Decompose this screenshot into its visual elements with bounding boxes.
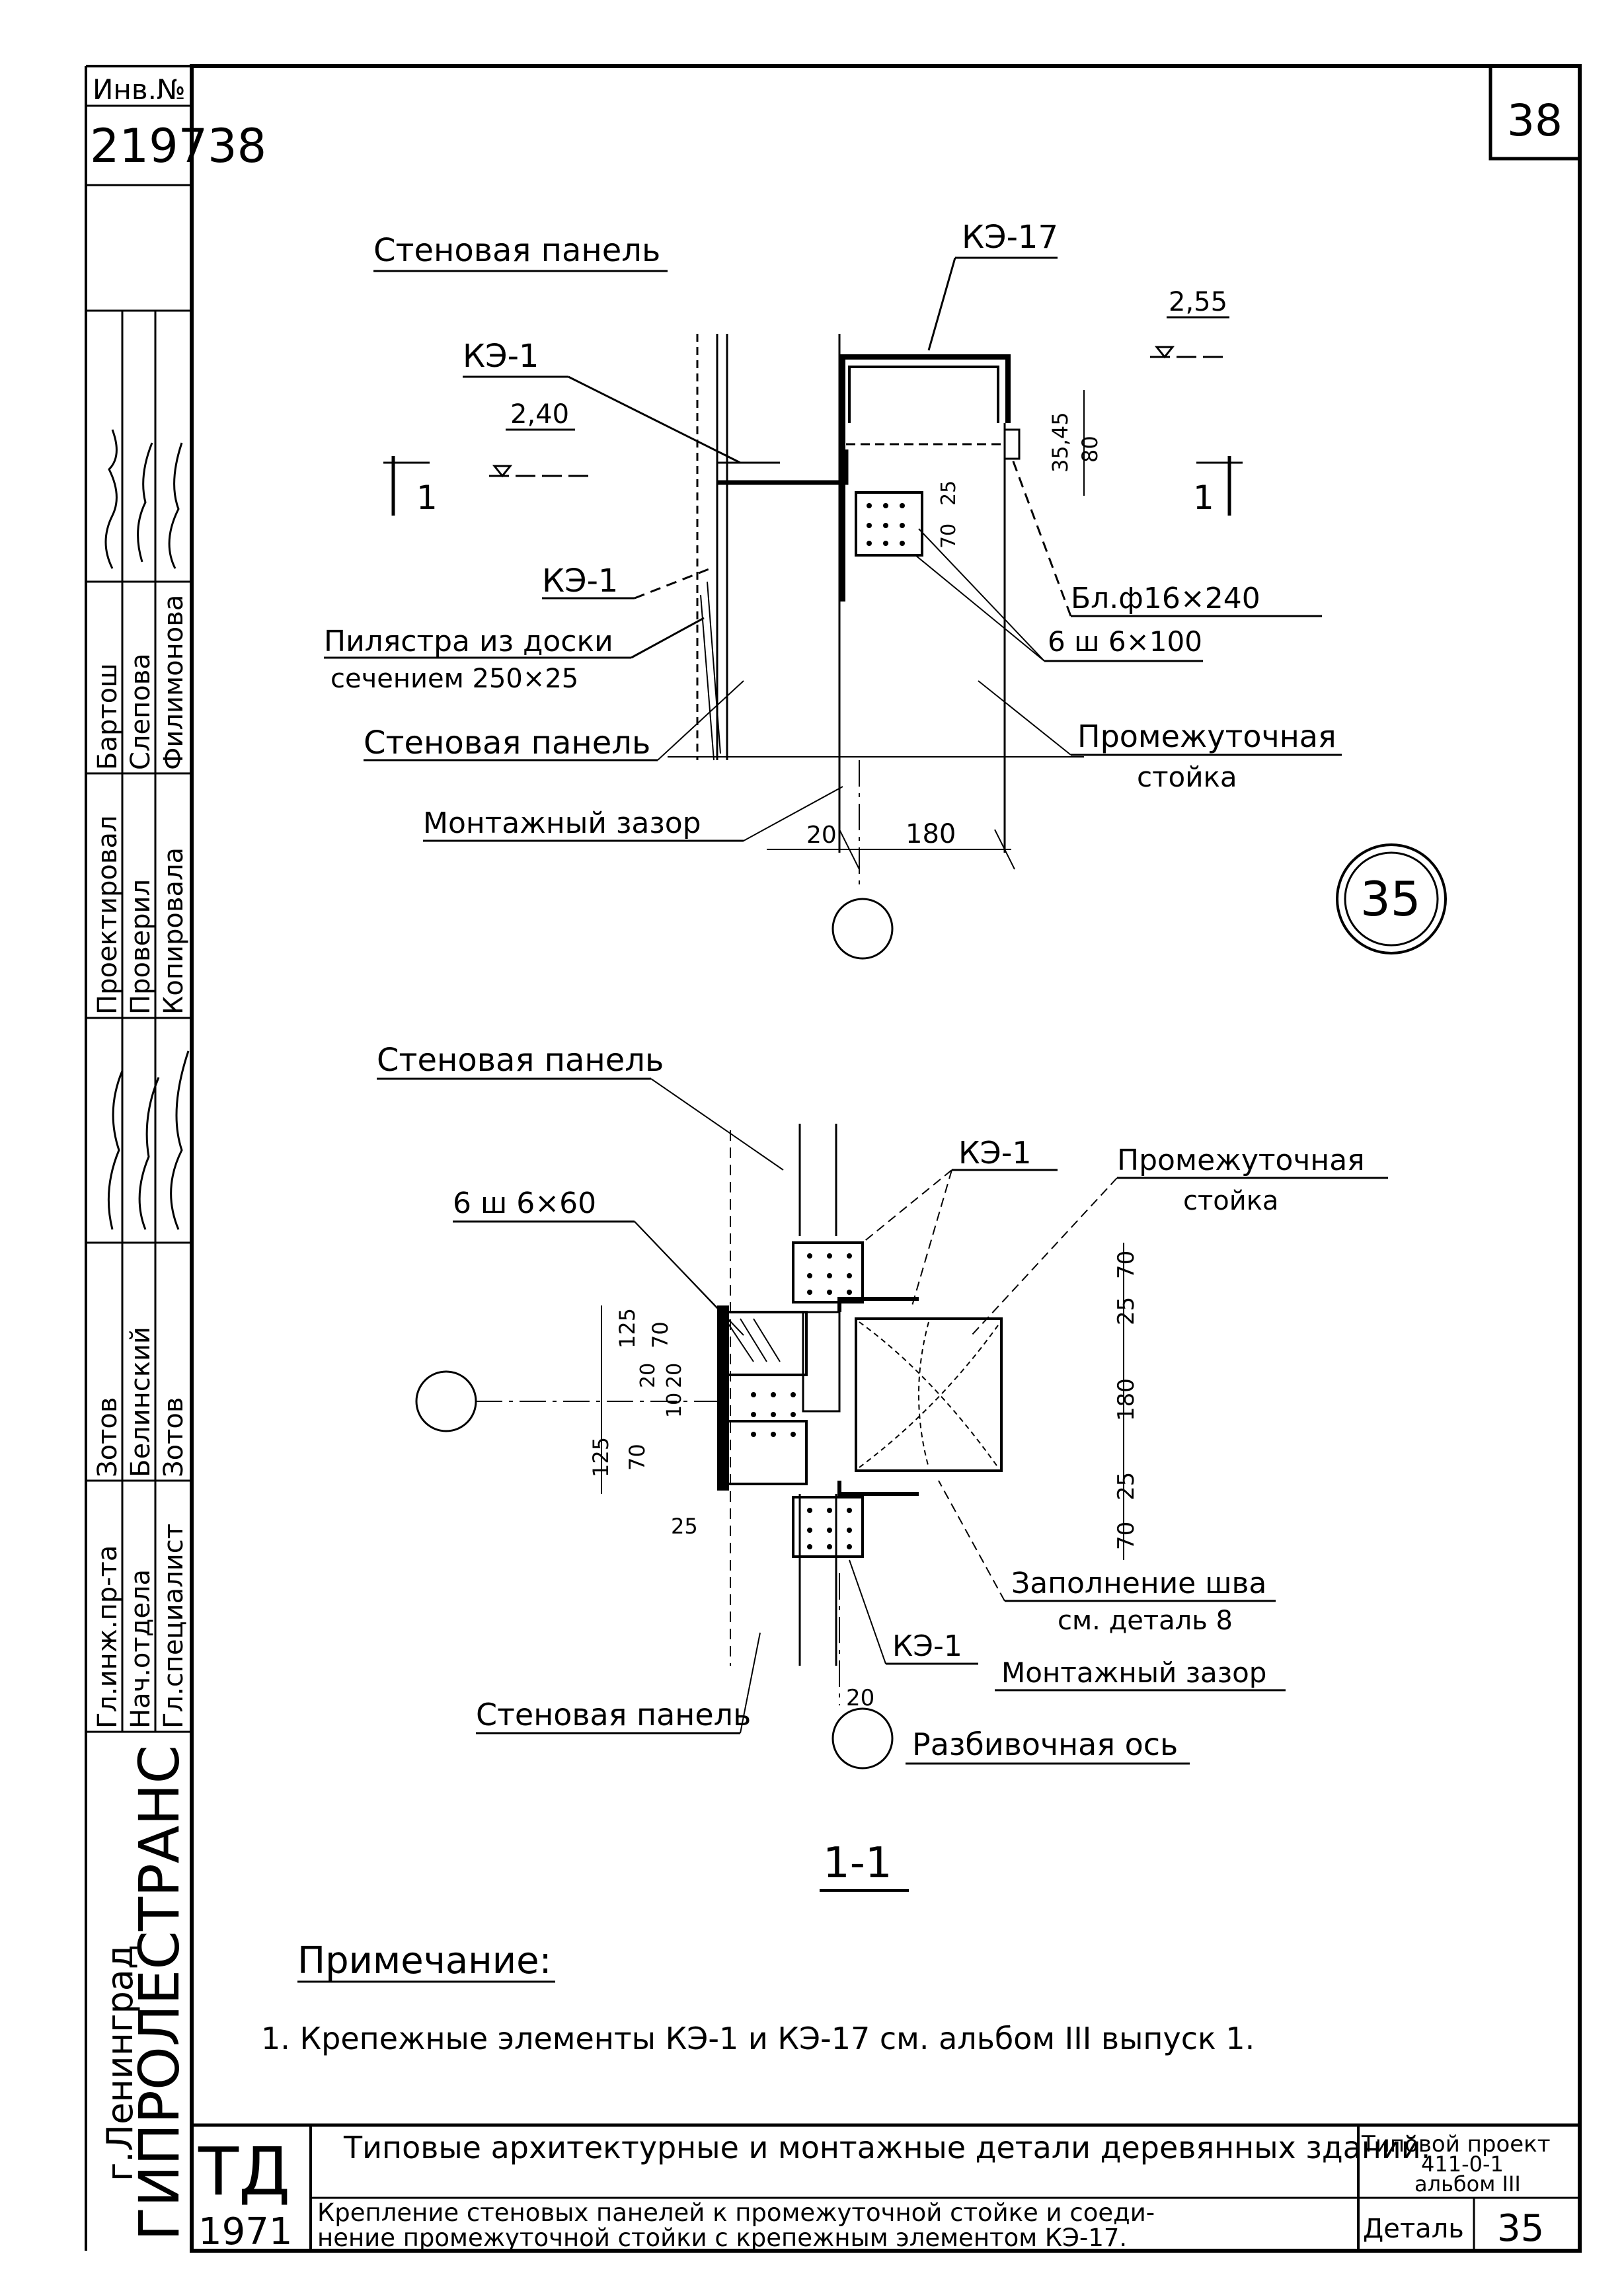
name-1: Зотов <box>93 1397 123 1477</box>
title-block: ТД 1971 Типовые архитектурные и монтажны… <box>192 2123 1580 2253</box>
label-axis: Разбивочная ось <box>912 1727 1178 1762</box>
name2-3: Филимонова <box>159 595 189 770</box>
dim-l-20b: 20 <box>663 1363 686 1388</box>
label-ke1-top: КЭ-1 <box>958 1135 1032 1171</box>
section-view: 70 25 180 25 70 125 70 20 20 10 125 70 2… <box>377 1042 1388 1892</box>
section-mark-left: 1 <box>416 479 438 517</box>
label-fill-1: Заполнение шва <box>1011 1567 1266 1600</box>
dim-r-25a: 25 <box>1113 1297 1140 1325</box>
dim-70: 70 <box>937 524 960 549</box>
top-view: 2,55 2,40 1 1 35,45 80 70 25 20 180 35 С… <box>324 219 1447 960</box>
page-number: 38 <box>1507 95 1563 146</box>
dim-20-bottom: 20 <box>846 1685 874 1711</box>
label-wall-panel-top: Стеновая панель <box>373 232 660 269</box>
dim-r-180: 180 <box>1113 1378 1140 1421</box>
notes: Примечание: 1. Крепежные элементы КЭ-1 и… <box>261 1939 1255 2056</box>
city: г.Ленинград <box>99 1945 141 2181</box>
label-wall-panel-bottom: Стеновая панель <box>364 724 650 761</box>
label-screws-s: 6 ш 6×60 <box>453 1186 596 1220</box>
label-ke1-a: КЭ-1 <box>463 338 539 375</box>
label-gap-s: Монтажный зазор <box>1001 1656 1266 1689</box>
elev-240: 2,40 <box>510 399 569 430</box>
label-screws-top: 6 ш 6×100 <box>1048 625 1202 658</box>
role2-3: Копировала <box>159 847 189 1015</box>
label-ke1-bottom: КЭ-1 <box>892 1629 962 1663</box>
dim-25-bottom: 25 <box>671 1514 698 1539</box>
role2-1: Проектировал <box>93 815 123 1015</box>
elev-255: 2,55 <box>1169 287 1227 317</box>
dim-l-70b: 70 <box>625 1444 650 1471</box>
name2-1: Бартош <box>93 663 123 770</box>
label-post-1: Промежуточная <box>1077 719 1336 754</box>
dim-l-70a: 70 <box>648 1321 673 1348</box>
project-number: 411-0-1 <box>1421 2152 1504 2177</box>
detail-label: Деталь <box>1363 2214 1464 2244</box>
dim-3545: 35,45 <box>1048 412 1073 473</box>
dim-l-125a: 125 <box>615 1308 640 1348</box>
name2-2: Слепова <box>126 653 156 770</box>
sheet-frame <box>85 64 1582 2253</box>
name-2: Белинский <box>126 1327 156 1477</box>
label-post-2: стойка <box>1137 761 1237 793</box>
label-bolt: Бл.ф16×240 <box>1071 582 1260 615</box>
detail-number: 35 <box>1497 2207 1544 2250</box>
notes-heading: Примечание: <box>297 1939 551 1982</box>
title-line: Типовые архитектурные и монтажные детали… <box>343 2130 1430 2165</box>
label-ke1-b: КЭ-1 <box>542 563 618 600</box>
screw-dots-top <box>867 503 905 546</box>
label-pilaster-2: сечением 250×25 <box>330 664 578 694</box>
side-stamp: Гл.инж.пр-та Нач.отдела Гл.специалист Зо… <box>86 309 192 2241</box>
dim-25: 25 <box>937 481 960 506</box>
signature-2 <box>107 1050 190 1230</box>
label-ke17: КЭ-17 <box>962 219 1058 256</box>
dim-180: 180 <box>906 819 956 849</box>
label-wall-panel-top-s: Стеновая панель <box>377 1042 664 1079</box>
dim-80: 80 <box>1077 436 1102 463</box>
dim-l-10: 10 <box>663 1393 686 1418</box>
page-number-box: 38 <box>1489 64 1582 161</box>
section-mark-right: 1 <box>1193 479 1214 517</box>
label-post-s-2: стойка <box>1183 1186 1278 1216</box>
label-gap-top: Монтажный зазор <box>423 806 701 840</box>
label-pilaster-1: Пилястра из доски <box>324 625 613 658</box>
inv-number: 219738 <box>90 119 266 173</box>
label-fill-2: см. деталь 8 <box>1058 1606 1233 1636</box>
role-1: Гл.инж.пр-та <box>93 1545 123 1729</box>
role-2: Нач.отдела <box>126 1569 156 1729</box>
subtitle-line-2: нение промежуточной стойки с крепежным э… <box>317 2224 1127 2252</box>
dim-r-70a: 70 <box>1113 1251 1140 1279</box>
dim-l-20a: 20 <box>637 1363 660 1388</box>
notes-item-1: 1. Крепежные элементы КЭ-1 и КЭ-17 см. а… <box>261 2021 1255 2056</box>
dim-r-25b: 25 <box>1113 1472 1140 1500</box>
detail-circle-number: 35 <box>1360 871 1421 927</box>
role2-2: Проверил <box>126 879 156 1015</box>
company-name: ГИПРОЛЕСТРАНС <box>127 1745 192 2241</box>
year: 1971 <box>198 2210 293 2253</box>
dim-r-70b: 70 <box>1113 1522 1140 1550</box>
td-mark: ТД <box>198 2133 290 2210</box>
label-post-s-1: Промежуточная <box>1117 1144 1365 1177</box>
inv-label: Инв.№ <box>93 73 186 106</box>
album: альбом III <box>1414 2171 1521 2197</box>
inventory-box: Инв.№ 219738 <box>86 73 266 186</box>
section-title: 1-1 <box>823 1839 892 1888</box>
project-label: Типовой проект <box>1361 2131 1551 2158</box>
screw-dots-section <box>751 1253 852 1549</box>
dim-l-125b: 125 <box>588 1437 613 1477</box>
label-wall-panel-bottom-s: Стеновая панель <box>476 1697 751 1732</box>
subtitle-line-1: Крепление стеновых панелей к промежуточн… <box>317 2198 1155 2227</box>
signature-1 <box>104 429 183 569</box>
role-3: Гл.специалист <box>159 1524 189 1729</box>
name-3: Зотов <box>159 1397 189 1477</box>
dim-20: 20 <box>806 822 837 849</box>
